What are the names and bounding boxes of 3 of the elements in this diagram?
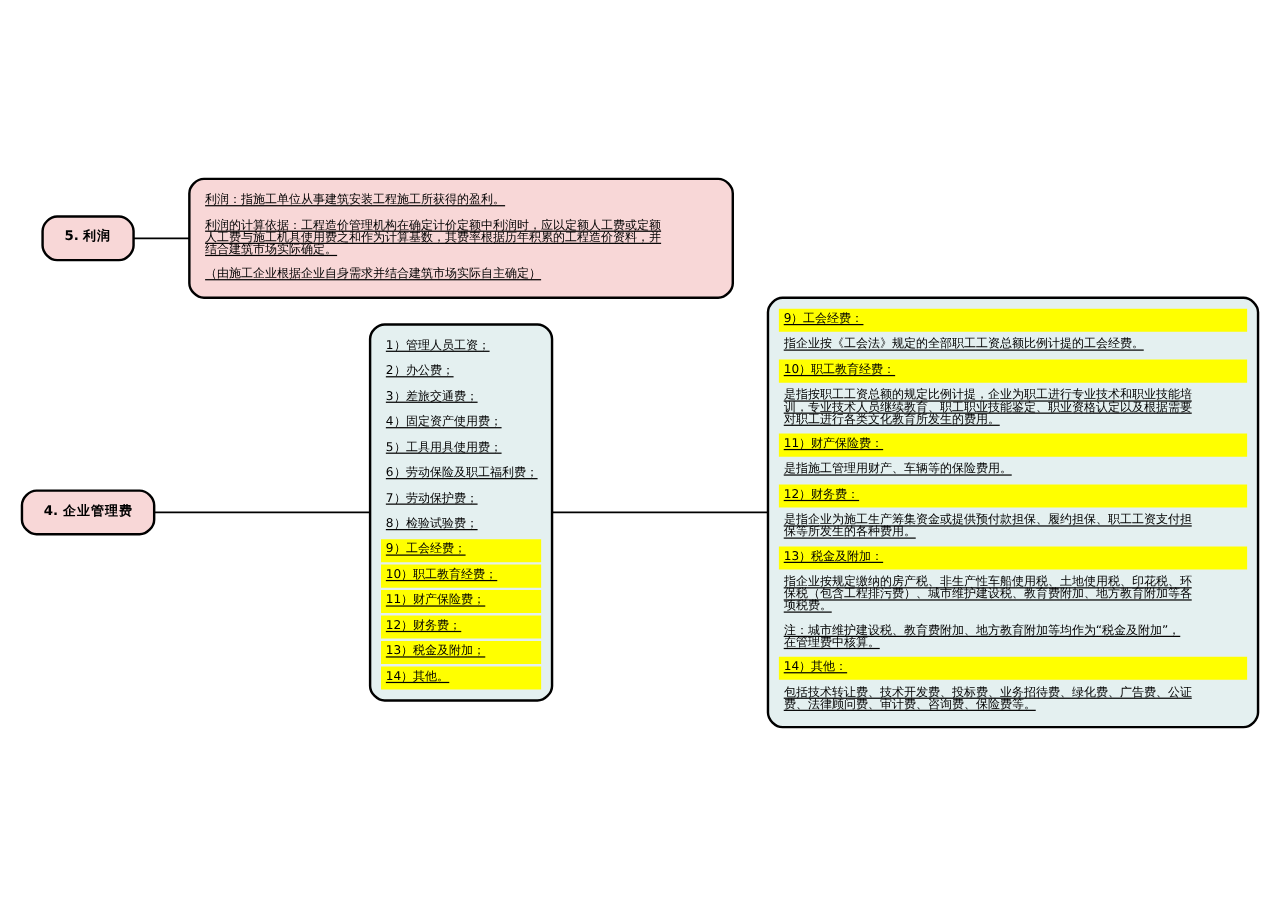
connector — [132, 236, 190, 239]
connector — [551, 510, 769, 513]
connector — [153, 510, 371, 513]
